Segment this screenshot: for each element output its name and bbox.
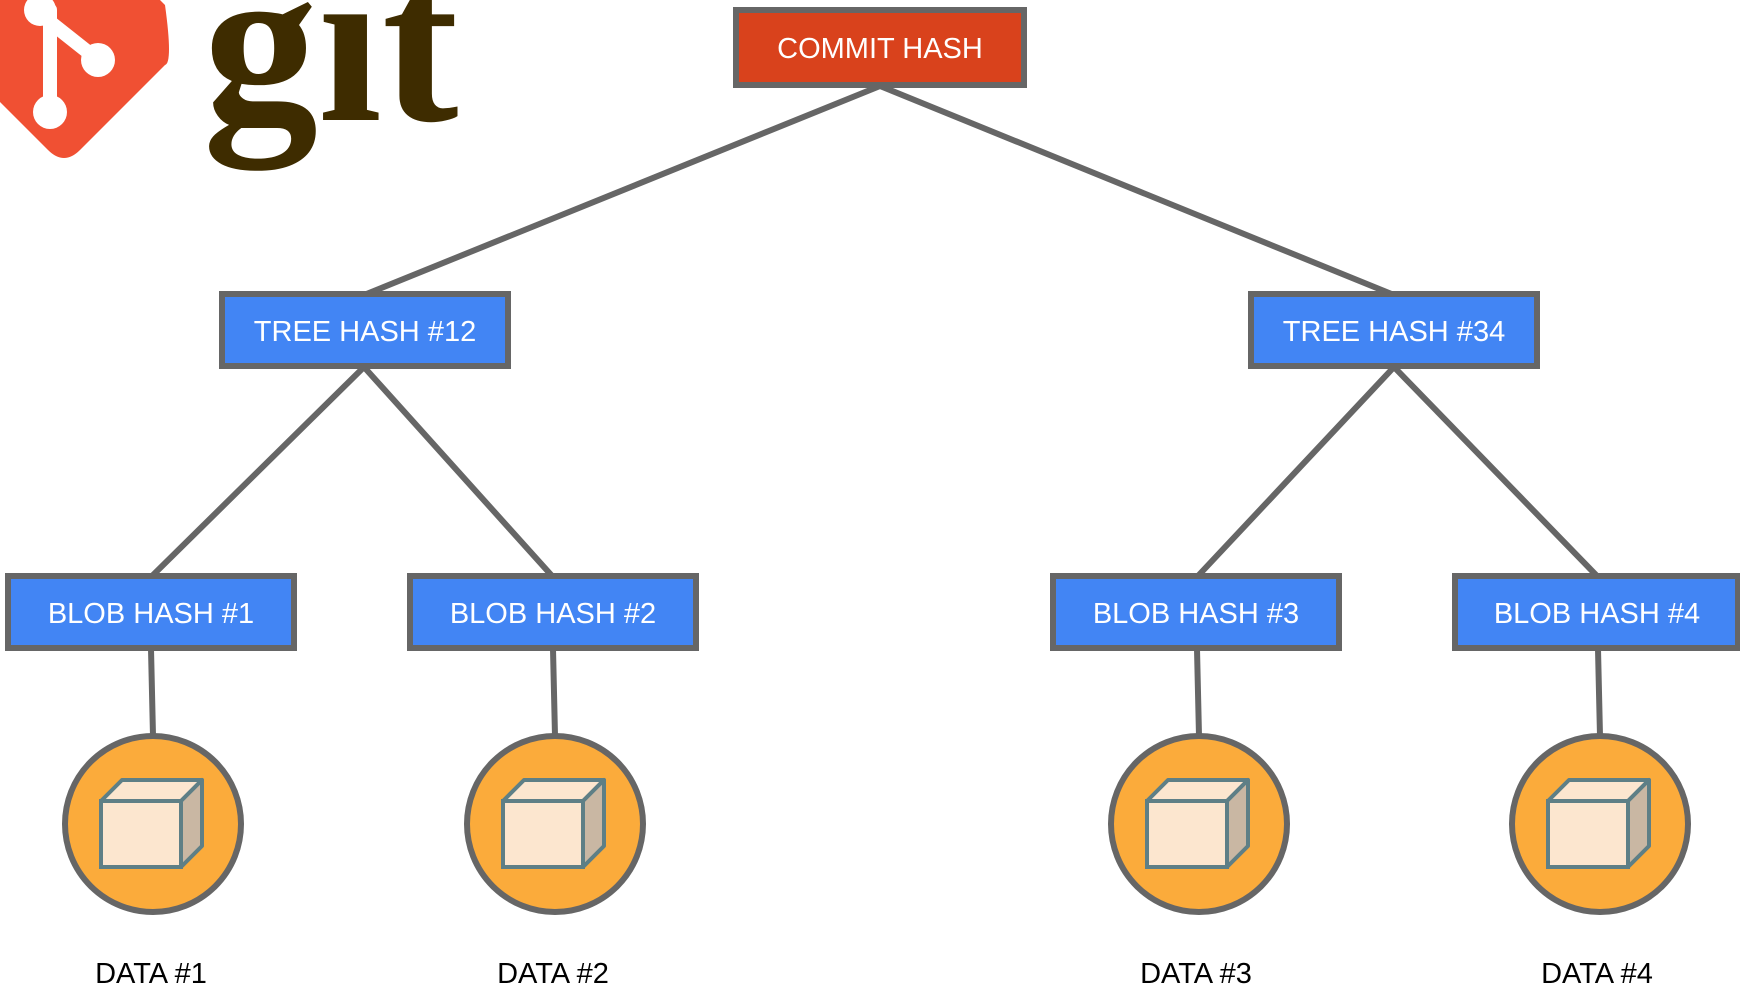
blob-hash-2-label: BLOB HASH #2 <box>450 598 656 630</box>
tree-hash-node-34[interactable]: TREE HASH #34 <box>1248 291 1540 369</box>
data-4-label: DATA #4 <box>1541 958 1653 988</box>
blob-hash-node-4[interactable]: BLOB HASH #4 <box>1452 573 1740 651</box>
edge-blob-2-data-2 <box>550 646 558 739</box>
edge-tree-34-blob-4 <box>1391 364 1601 580</box>
commit-hash-label: COMMIT HASH <box>777 33 983 65</box>
data-2-label: DATA #2 <box>497 958 609 988</box>
data-1-label: DATA #1 <box>95 958 207 988</box>
blob-hash-node-1[interactable]: BLOB HASH #1 <box>5 573 297 651</box>
git-logo: git <box>0 0 459 171</box>
tree-hash-34-label: TREE HASH #34 <box>1283 316 1505 348</box>
blob-hash-node-2[interactable]: BLOB HASH #2 <box>407 573 699 651</box>
edge-blob-1-data-1 <box>148 646 156 739</box>
edge-tree-12-blob-1 <box>148 364 367 580</box>
edge-tree-34-blob-3 <box>1194 364 1397 580</box>
edge-commit-tree-12 <box>361 83 883 298</box>
edge-blob-3-data-3 <box>1194 646 1202 739</box>
data-box-icon <box>1546 778 1651 869</box>
data-object-4[interactable] <box>1509 733 1691 915</box>
tree-hash-node-12[interactable]: TREE HASH #12 <box>219 291 511 369</box>
data-box-icon <box>99 778 204 869</box>
data-box-icon <box>1145 778 1250 869</box>
tree-hash-12-label: TREE HASH #12 <box>254 316 476 348</box>
edge-commit-tree-34 <box>877 83 1397 298</box>
tree-edges <box>148 83 1603 739</box>
git-logo-mark-icon <box>0 0 169 158</box>
commit-hash-node[interactable]: COMMIT HASH <box>733 7 1027 88</box>
data-box-icon <box>501 778 606 869</box>
data-object-1[interactable] <box>62 733 244 915</box>
data-object-3[interactable] <box>1108 733 1290 915</box>
data-object-2[interactable] <box>464 733 646 915</box>
edge-tree-12-blob-2 <box>361 364 556 580</box>
blob-hash-4-label: BLOB HASH #4 <box>1494 598 1700 630</box>
blob-hash-3-label: BLOB HASH #3 <box>1093 598 1299 630</box>
edge-blob-4-data-4 <box>1595 646 1603 739</box>
git-wordmark: git <box>203 0 459 171</box>
blob-hash-node-3[interactable]: BLOB HASH #3 <box>1050 573 1342 651</box>
data-3-label: DATA #3 <box>1140 958 1252 988</box>
blob-hash-1-label: BLOB HASH #1 <box>48 598 254 630</box>
